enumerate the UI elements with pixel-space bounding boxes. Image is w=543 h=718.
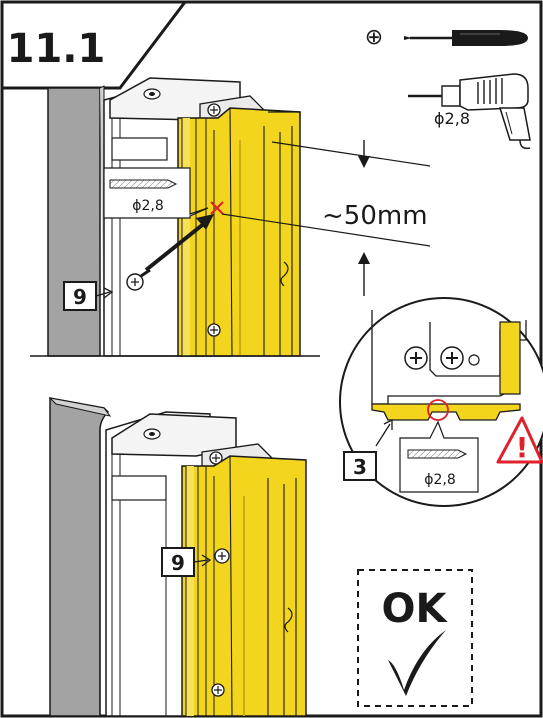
screwdriver-head-symbol: ⊕ xyxy=(365,25,383,50)
step-number: 11.1 xyxy=(7,26,106,72)
ok-label: OK xyxy=(382,586,449,632)
part-badge-9-bottom: 9 xyxy=(161,547,212,577)
part-badge-3: 3 xyxy=(343,418,393,481)
distance-dimension: ~50mm xyxy=(221,140,431,296)
detail-yellow-profile xyxy=(371,403,521,421)
bottom-panel: 9 xyxy=(48,397,307,717)
top-panel: ϕ2,8 9 ~50mm xyxy=(30,77,431,357)
part-number-9-bottom: 9 xyxy=(171,551,185,575)
wall-top xyxy=(47,87,101,357)
drill-target-marker xyxy=(210,201,224,215)
warning-symbol: ! xyxy=(516,431,529,464)
drill-bit-callout-top: ϕ2,8 xyxy=(103,167,209,219)
checkmark-icon xyxy=(388,630,446,696)
distance-label: ~50mm xyxy=(322,201,428,231)
screwdriver-icon xyxy=(404,30,528,46)
drill-icon xyxy=(408,73,531,150)
part-number-3: 3 xyxy=(353,455,367,479)
wall-bottom xyxy=(49,397,110,717)
part-number-9-top: 9 xyxy=(73,285,87,309)
part-badge-9-top: 9 xyxy=(63,281,114,311)
drill-bit-callout-detail: ϕ2,8 xyxy=(399,420,479,493)
step-tab: 11.1 xyxy=(0,0,189,90)
warning-icon: ! xyxy=(496,416,543,464)
detail-magnifier: ϕ2,8 3 xyxy=(339,297,543,507)
screw-9-top xyxy=(126,268,151,291)
insert-arrow xyxy=(144,220,208,272)
drill-bit-size-tools: ϕ2,8 xyxy=(434,109,470,128)
ok-confirmation-box: OK xyxy=(357,569,473,707)
drill-bit-size-label: ϕ2,8 xyxy=(132,198,164,214)
detail-drill-location xyxy=(427,399,449,421)
tools-area: ⊕ ϕ2,8 xyxy=(365,25,531,150)
drill-bit-size-detail: ϕ2,8 xyxy=(424,472,456,488)
